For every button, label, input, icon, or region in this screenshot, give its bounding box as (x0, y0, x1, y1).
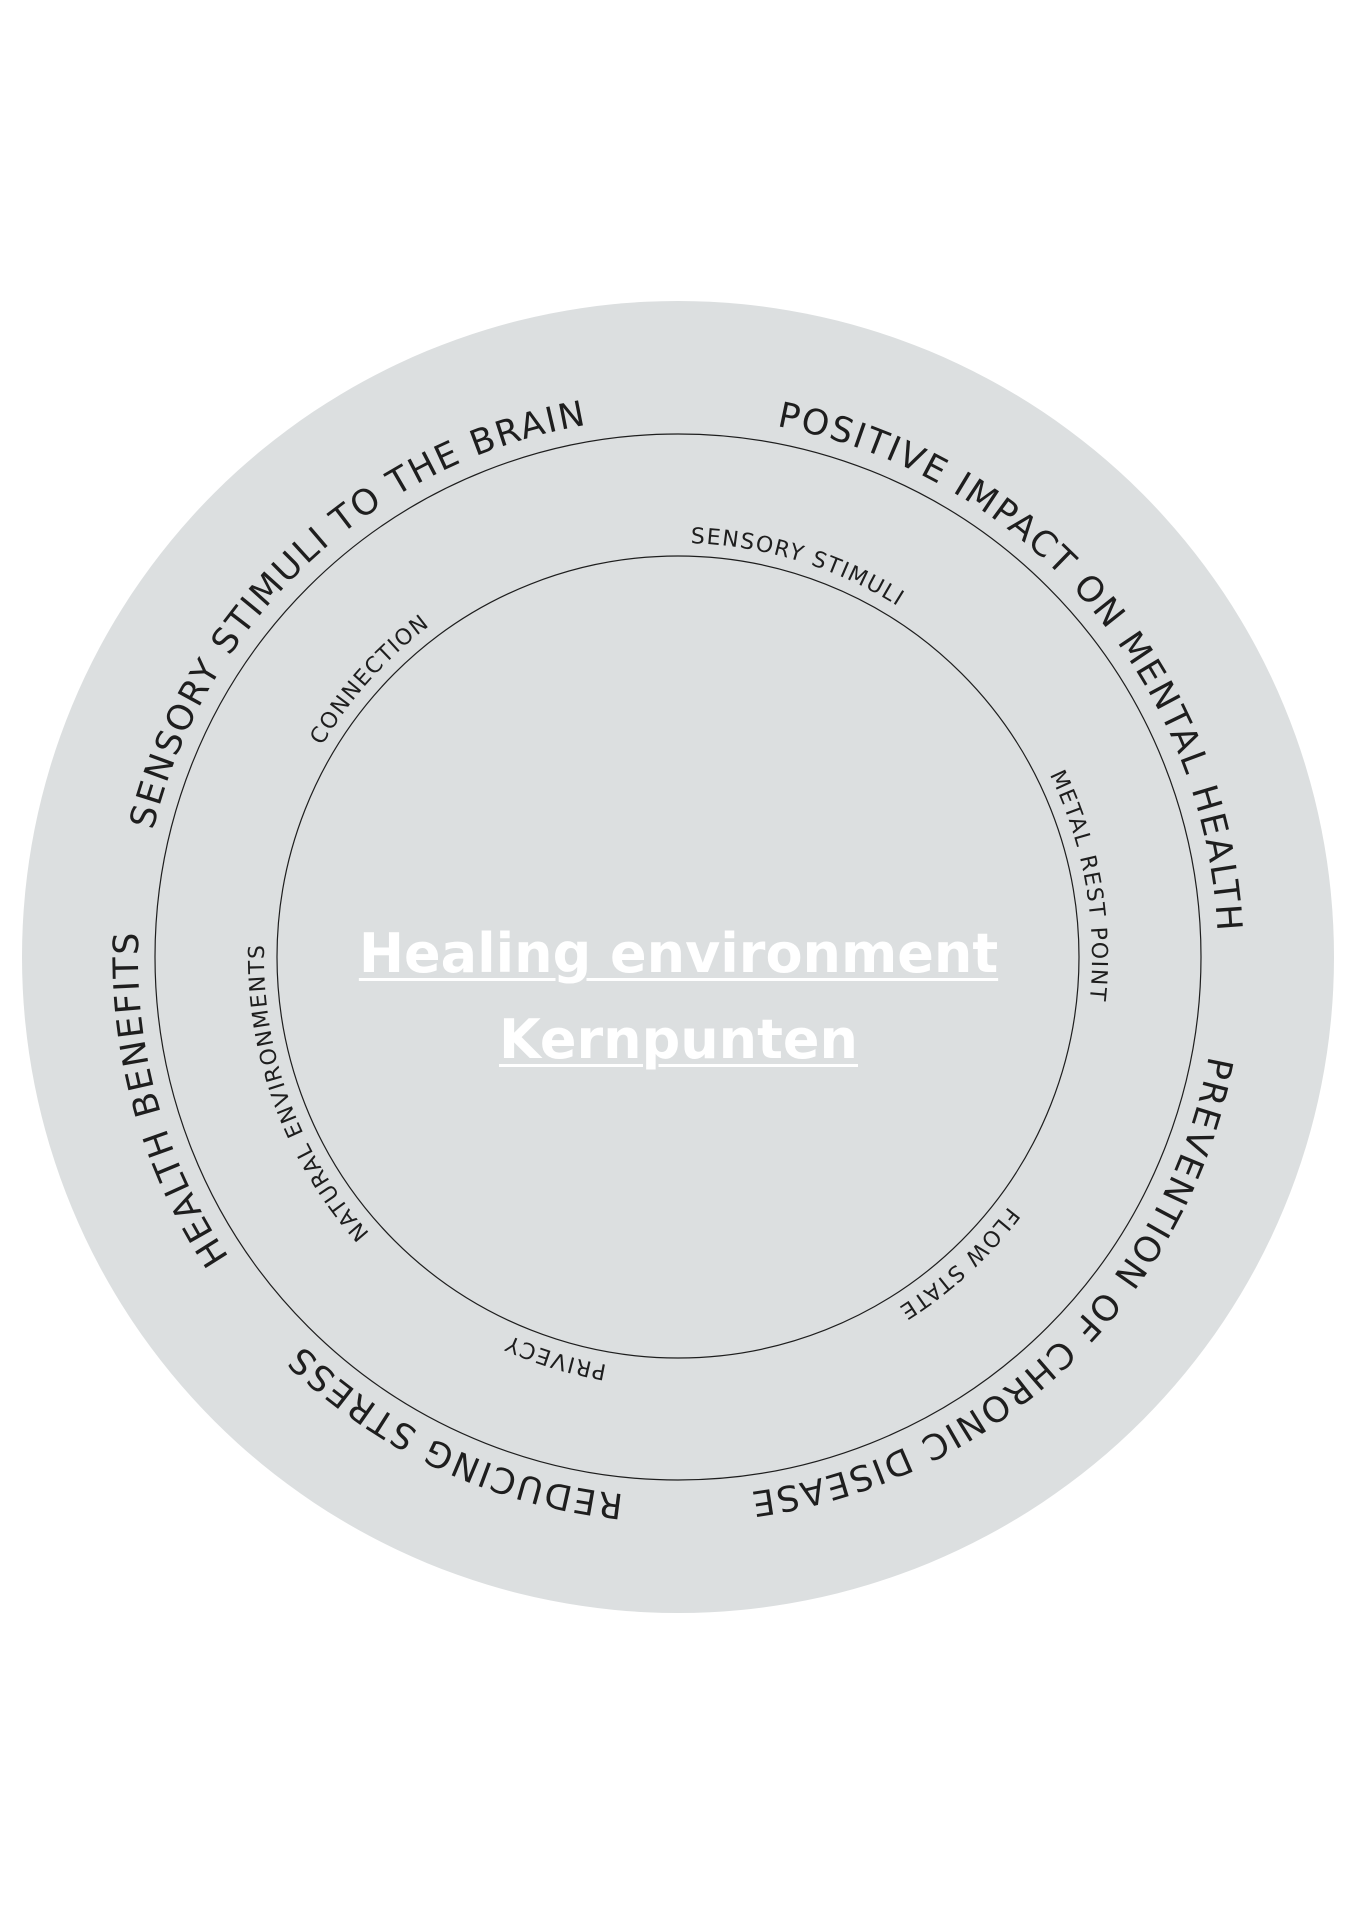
inner-ring (276, 555, 1080, 1359)
title-line-1: Healing environment (358, 922, 999, 985)
title-line-2: Kernpunten (498, 1008, 858, 1071)
middle-ring (154, 433, 1202, 1481)
outer-disc (22, 301, 1334, 1613)
